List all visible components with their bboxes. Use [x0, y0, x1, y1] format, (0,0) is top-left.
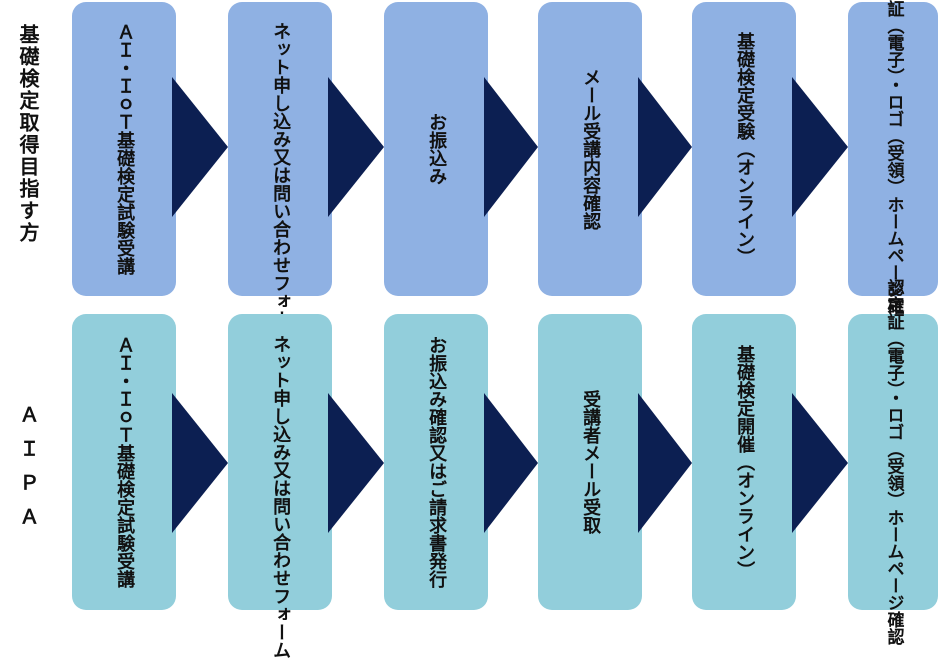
flow-arrow-icon	[328, 393, 384, 533]
flow-step-r1-6: 認定証（電子）・ロゴ（受領）ホームページ確認	[848, 0, 938, 332]
flow-step-r1-5: 基礎検定受験（オンライン）	[692, 2, 796, 296]
flow-arrow-icon	[638, 77, 692, 217]
flow-arrow-icon	[484, 77, 538, 217]
row-label-individual: 基礎検定取得目指す方	[16, 24, 40, 244]
step-text: ホームページ確認	[883, 508, 904, 645]
flow-step-r2-4: 受講者メール受取	[538, 314, 642, 610]
arrow-shape	[328, 393, 384, 533]
flow-step-r2-5: 基礎検定開催（オンライン）	[692, 314, 796, 610]
step-text: （オンライン）	[734, 140, 756, 266]
step-text: 受講者メール受取	[580, 390, 602, 534]
flow-step-r2-2: ネット申し込み又は問い合わせフォーム	[228, 314, 332, 659]
flow-arrow-icon	[792, 393, 848, 533]
flow-step-r1-3: お振込み	[384, 2, 488, 296]
arrow-shape	[172, 77, 228, 217]
flow-step-r2-1: ＡＩ・ＩｏＴ基礎検定試験受講	[72, 314, 176, 610]
step-text: 又はご請求書発行	[426, 444, 448, 588]
flow-step-r2-6: 認定証（電子）・ロゴ（受領）ホームページ確認	[848, 279, 938, 645]
flow-arrow-icon	[172, 77, 228, 217]
step-text: ネット申し込み	[270, 335, 292, 461]
flow-step-r1-4: メール受講内容確認	[538, 2, 642, 296]
arrow-shape	[484, 393, 538, 533]
step-text: 又は問い合わせフォーム	[270, 461, 292, 659]
step-text: 又は問い合わせフォーム	[270, 148, 292, 346]
flow-arrow-icon	[484, 393, 538, 533]
arrow-shape	[328, 77, 384, 217]
step-text: ＡＩ・ＩｏＴ基礎検定試験受講	[114, 336, 136, 588]
step-text: お振込み確認	[426, 336, 448, 444]
step-text: （オンライン）	[734, 453, 756, 579]
flow-arrow-icon	[172, 393, 228, 533]
flow-step-r1-2: ネット申し込み又は問い合わせフォーム	[228, 2, 332, 346]
arrow-shape	[792, 77, 848, 217]
step-text: 認定証（電子）・ロゴ（受領）	[883, 279, 904, 509]
flow-step-r2-3: お振込み確認又はご請求書発行	[384, 314, 488, 610]
arrow-shape	[172, 393, 228, 533]
step-text: ネット申し込み	[270, 22, 292, 148]
flow-arrow-icon	[638, 393, 692, 533]
flow-step-r1-1: ＡＩ・ＩｏＴ基礎検定試験受講	[72, 2, 176, 296]
arrow-shape	[638, 393, 692, 533]
row-label-aipa: ＡＩＰＡ	[16, 404, 40, 540]
step-text: メール受講内容確認	[580, 68, 602, 230]
arrow-shape	[638, 77, 692, 217]
step-text: 認定証（電子）・ロゴ（受領）	[883, 0, 904, 196]
step-text: お振込み	[426, 113, 448, 185]
step-text: ＡＩ・ＩｏＴ基礎検定試験受講	[114, 23, 136, 275]
step-text: 基礎検定開催	[734, 345, 756, 453]
step-text: 基礎検定受験	[734, 32, 756, 140]
flow-arrow-icon	[792, 77, 848, 217]
flow-arrow-icon	[328, 77, 384, 217]
arrow-shape	[792, 393, 848, 533]
step-text: ホームページ確認	[883, 195, 904, 332]
arrow-shape	[484, 77, 538, 217]
